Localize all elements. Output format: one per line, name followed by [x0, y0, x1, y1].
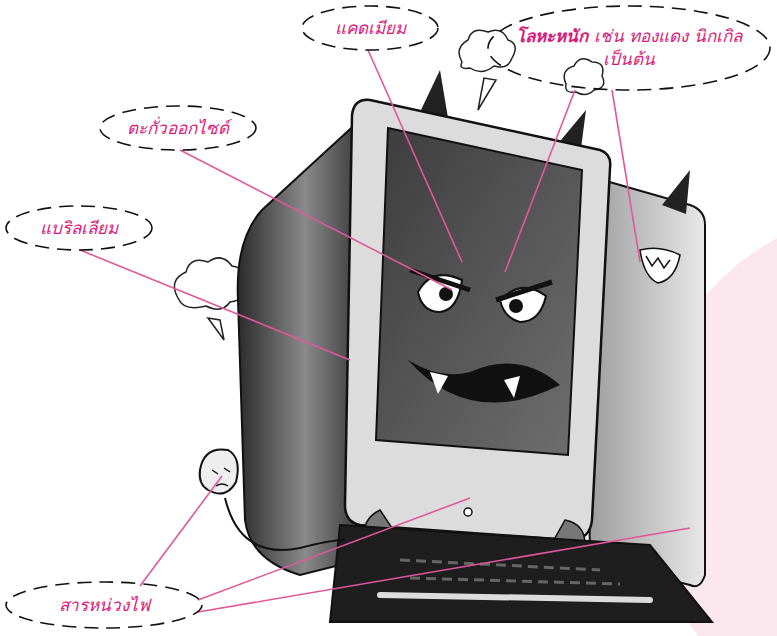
- horn: [662, 170, 690, 214]
- mouse-cable: [225, 498, 345, 550]
- callout-text: โลหะหนัก เช่น ทองแดง นิกเกิล เป็นต้น: [508, 25, 750, 71]
- ellipse-outline: [6, 206, 152, 250]
- callout-text: แคดเมียม: [335, 17, 406, 40]
- callout-label: แคดเมียม: [335, 18, 406, 38]
- callout-label: ตะกั่วออกไซด์: [127, 118, 229, 138]
- callout-ellipse: ตะกั่วออกไซด์: [98, 104, 258, 152]
- dashed-ellipse: [486, 4, 772, 92]
- callout-text: สารหน่วงไฟ: [59, 594, 150, 617]
- callout-ellipse: แคดเมียม: [300, 4, 440, 52]
- leader-lines: [80, 50, 690, 612]
- callout-ellipse: สารหน่วงไฟ: [4, 580, 204, 630]
- keyboard: [330, 525, 712, 622]
- angry-face: [408, 270, 560, 403]
- monitor-screen: [376, 128, 582, 455]
- callout-ellipse: โลหะหนัก เช่น ทองแดง นิกเกิล เป็นต้น: [486, 4, 772, 92]
- callout-label: สารหน่วงไฟ: [59, 595, 150, 615]
- monitor-bezel: [345, 100, 610, 540]
- ellipse-outline: [302, 6, 438, 50]
- callout-text: ตะกั่วออกไซด์: [127, 117, 229, 140]
- callout-label: เช่น ทองแดง นิกเกิล เป็นต้น: [594, 26, 742, 69]
- mouse: [200, 449, 238, 493]
- callout-heading: โลหะหนัก: [516, 26, 588, 46]
- callout-text: แบริลเลียม: [40, 217, 118, 240]
- callout-label: แบริลเลียม: [40, 218, 118, 238]
- ellipse-outline: [100, 106, 256, 150]
- ellipse-outline: [6, 582, 202, 628]
- speaker-face: [640, 248, 680, 283]
- callout-ellipse: แบริลเลียม: [4, 204, 154, 252]
- ellipse-outline: [488, 6, 770, 90]
